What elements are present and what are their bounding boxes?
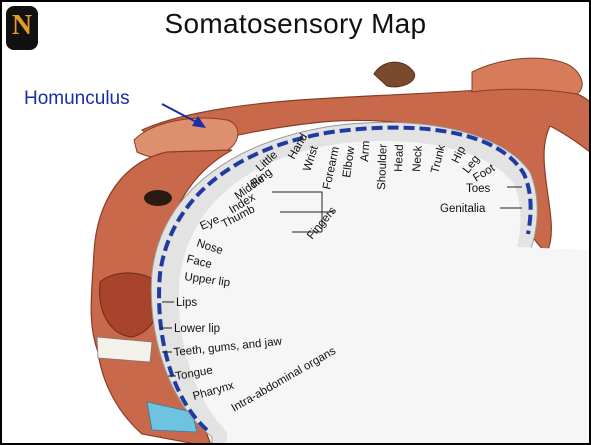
homunculus-eye [144,190,172,206]
label-toes: Toes [466,183,491,195]
homunculus-label: Homunculus [24,88,130,110]
label-neck: Neck [411,145,425,172]
label-genitalia: Genitalia [440,203,486,215]
homunculus-foot [374,62,415,87]
homunculus-leg [472,58,582,94]
label-head: Head [393,144,406,172]
label-shoulder: Shoulder [376,144,390,191]
label-lower-lip: Lower lip [174,323,220,335]
label-arm: Arm [359,140,372,162]
label-lips: Lips [176,297,197,309]
